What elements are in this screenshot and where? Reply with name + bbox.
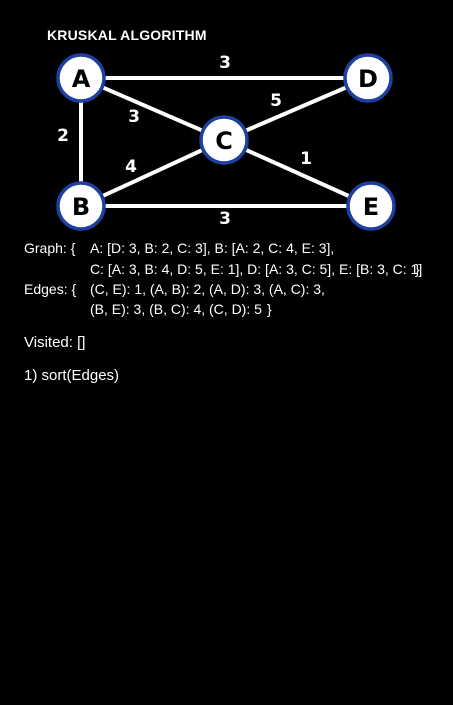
node-c: C	[199, 115, 249, 165]
node-e: E	[346, 181, 396, 231]
graph-label: Graph: {	[24, 240, 76, 256]
graph-close-brace: }	[415, 261, 420, 277]
edge-weight-a-b: 2	[57, 126, 69, 146]
edges-close-brace: }	[267, 301, 272, 317]
visited-list: Visited: []	[24, 334, 86, 351]
edge-c-d	[223, 76, 369, 142]
node-label-e: E	[363, 193, 379, 221]
node-a: A	[56, 53, 106, 103]
edge-c-e	[223, 138, 372, 208]
node-label-c: C	[215, 127, 233, 155]
node-label-a: A	[72, 65, 91, 93]
edge-weight-a-c: 3	[128, 107, 140, 127]
edges-label: Edges: {	[24, 281, 77, 297]
edge-weight-b-c: 4	[125, 157, 137, 177]
node-b: B	[56, 181, 106, 231]
nodes-layer: A B C D E	[56, 53, 396, 231]
edge-a-c	[80, 76, 225, 142]
node-circle-d	[343, 53, 393, 103]
node-circle-e	[346, 181, 396, 231]
node-label-b: B	[72, 193, 90, 221]
step-text: 1) sort(Edges)	[24, 367, 120, 384]
edge-weight-c-e: 1	[300, 149, 312, 169]
graph-line-2: C: [A: 3, B: 4, D: 5, E: 1], D: [A: 3, C…	[90, 261, 423, 277]
graph-diagram: 3 3 2 5 4 1 3 A B C D E	[56, 53, 396, 231]
edge-weight-b-e: 3	[219, 209, 231, 229]
edge-weight-a-d: 3	[219, 53, 231, 73]
edges-line-1: (C, E): 1, (A, B): 2, (A, D): 3, (A, C):…	[90, 281, 325, 297]
graph-line-1: A: [D: 3, B: 2, C: 3], B: [A: 2, C: 4, E…	[90, 240, 335, 256]
edge-b-c	[80, 138, 225, 208]
node-circle-c	[199, 115, 249, 165]
diagram-title: KRUSKAL ALGORITHM	[47, 27, 207, 43]
node-d: D	[343, 53, 393, 103]
node-label-d: D	[358, 65, 378, 93]
edge-weight-c-d: 5	[270, 91, 282, 111]
weights-layer: 3 3 2 5 4 1 3	[57, 53, 312, 229]
node-circle-b	[56, 181, 106, 231]
node-circle-a	[56, 53, 106, 103]
edges-line-2: (B, E): 3, (B, C): 4, (C, D): 5	[90, 301, 262, 317]
